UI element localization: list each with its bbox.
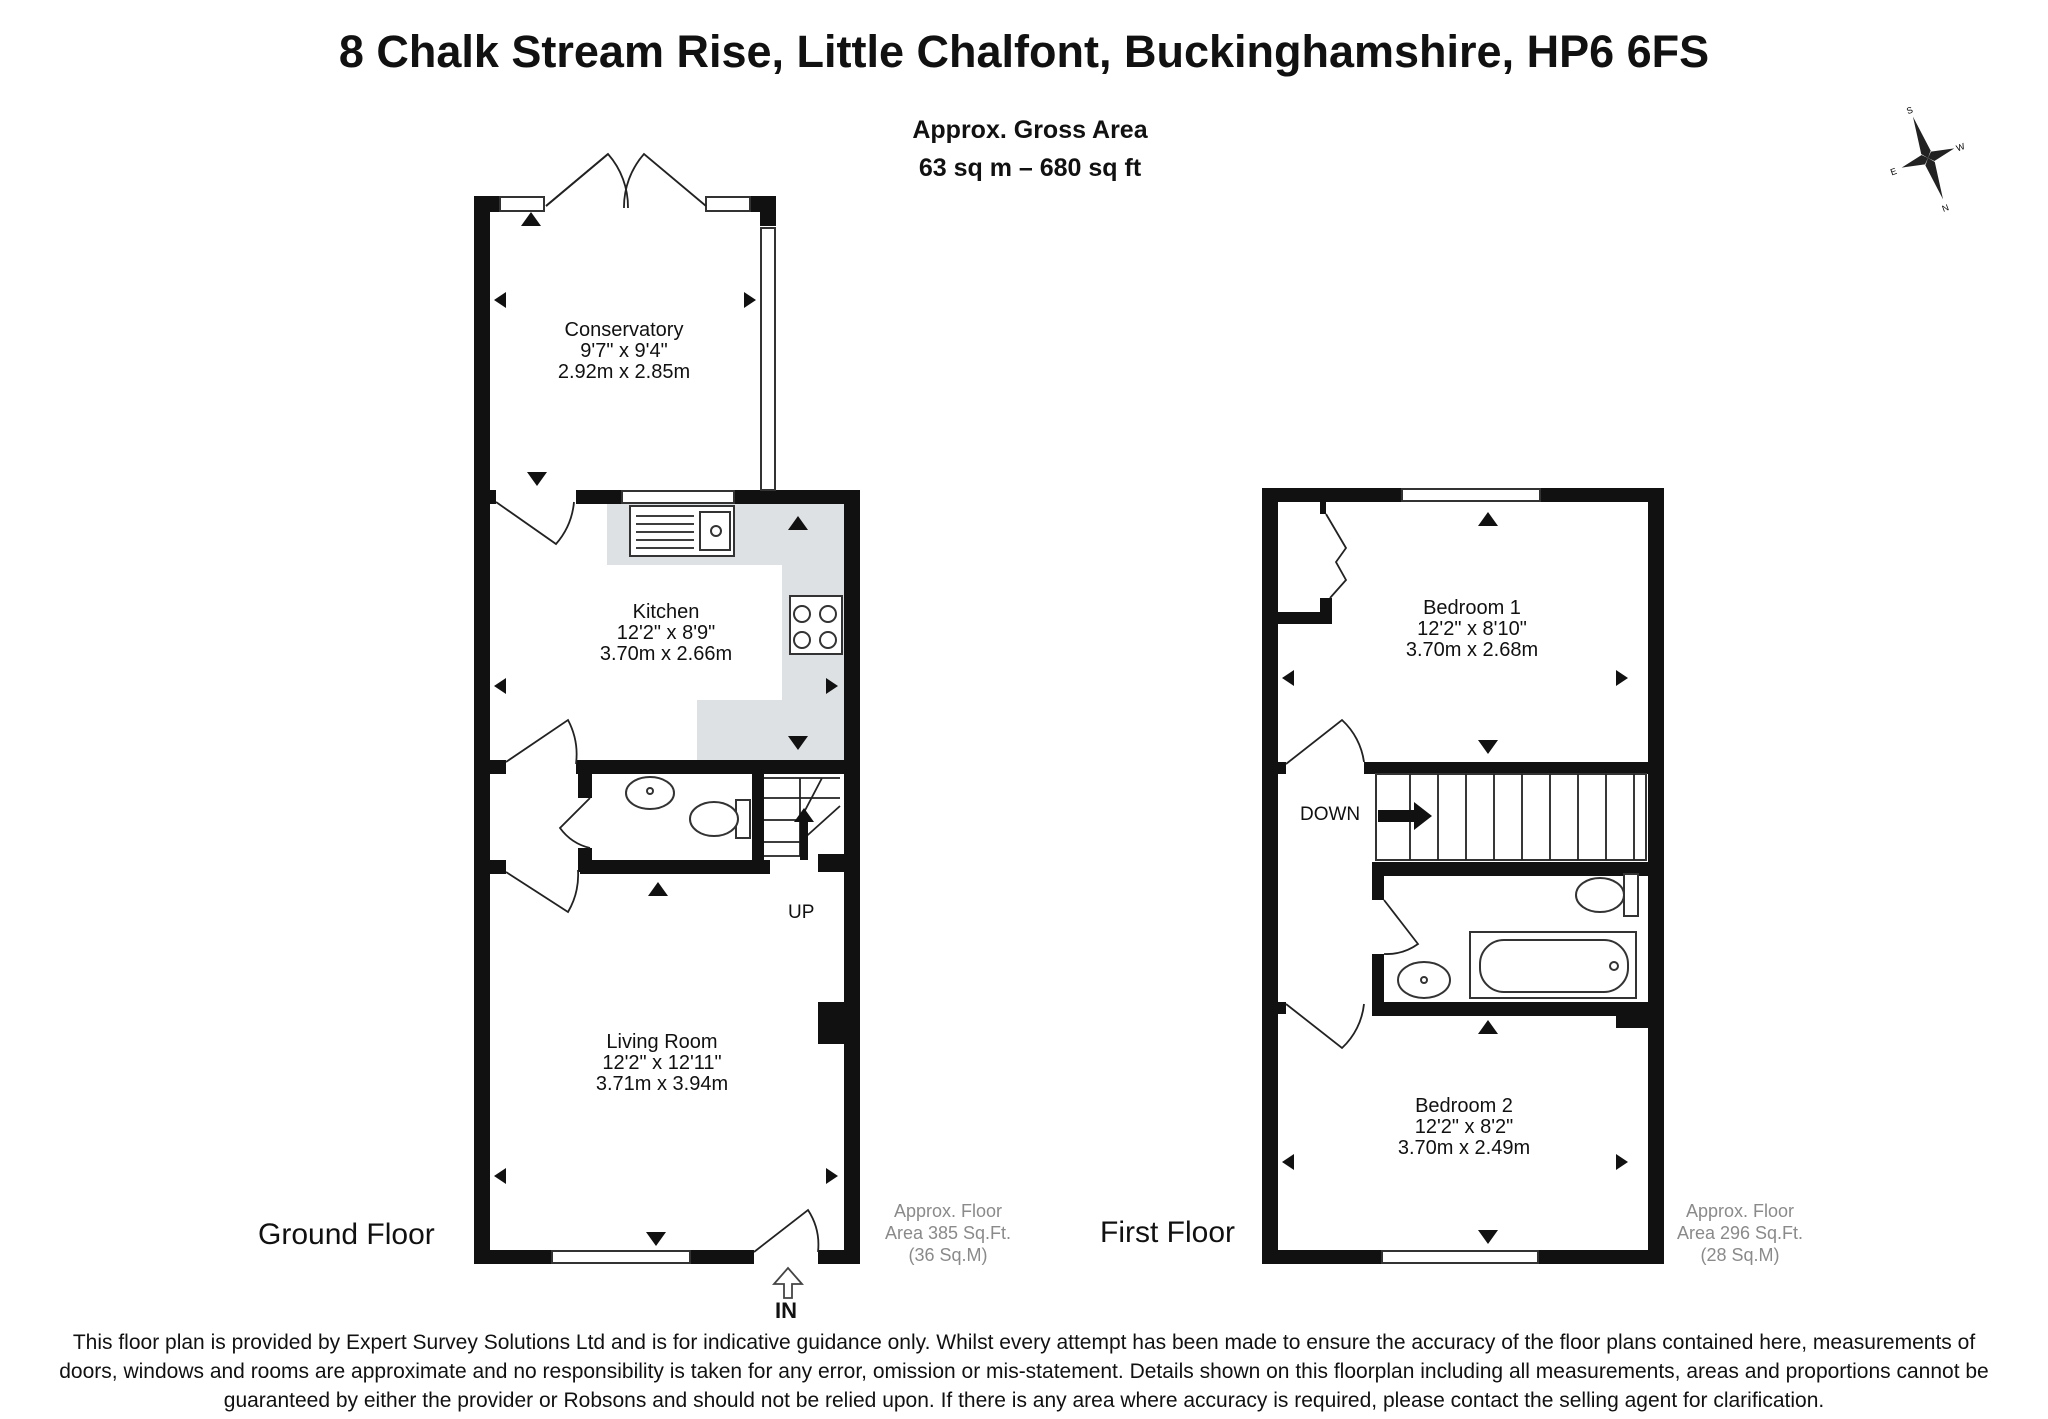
room-imperial: 12'2" x 8'10" [1417, 618, 1527, 640]
room-imperial: 12'2" x 8'9" [616, 622, 716, 644]
page-title: 8 Chalk Stream Rise, Little Chalfont, Bu… [338, 26, 1710, 77]
room-metric: 2.92m x 2.85m [557, 361, 691, 383]
ground-dimension-markers [494, 212, 838, 1246]
bath-toilet [1575, 873, 1639, 917]
ground-floor-windows [499, 196, 776, 1264]
room-metric: 3.70m x 2.66m [599, 643, 733, 665]
room-name: Conservatory [564, 319, 684, 341]
first-dimension-markers [1282, 512, 1628, 1244]
ground-stairs [764, 777, 841, 860]
disclaimer-line: This floor plan is provided by Expert Su… [72, 1331, 1976, 1354]
first-floor-windows [1381, 488, 1541, 1264]
first-floor-label: First Floor [1100, 1216, 1235, 1249]
room-metric: 3.70m x 2.68m [1405, 639, 1539, 661]
room-bedroom-2: Bedroom 2 12'2" x 8'2" 3.70m x 2.49m [1344, 1096, 1584, 1159]
kitchen-sink [629, 505, 735, 557]
first-stairs [1375, 773, 1647, 861]
compass-letter-e: E [1889, 166, 1898, 177]
disclaimer-line: doors, windows and rooms are approximate… [59, 1360, 1989, 1383]
ground-floor-label: Ground Floor [258, 1218, 435, 1251]
wc-toilet [689, 799, 751, 839]
compass-letter-n: N [1941, 202, 1951, 214]
first-floor-walls [1262, 488, 1664, 1264]
room-imperial: 9'7" x 9'4" [580, 340, 668, 362]
gross-area-value: 63 sq m – 680 sq ft [918, 154, 1142, 182]
room-imperial: 12'2" x 8'2" [1414, 1116, 1514, 1138]
room-name: Bedroom 2 [1415, 1095, 1513, 1117]
room-conservatory: Conservatory 9'7" x 9'4" 2.92m x 2.85m [504, 320, 744, 383]
disclaimer: This floor plan is provided by Expert Su… [10, 1328, 2038, 1415]
ground-floor-plan [474, 152, 860, 1299]
compass-letter-w: W [1955, 141, 1967, 153]
compass-rose-icon: S W E N [1889, 105, 1967, 214]
compass-letter-s: S [1905, 105, 1914, 116]
bath-basin [1397, 961, 1451, 999]
ground-floor-area-note: Approx. Floor Area 385 Sq.Ft. (36 Sq.M) [884, 1201, 1012, 1265]
room-imperial: 12'2" x 12'11" [602, 1052, 722, 1074]
room-bedroom-1: Bedroom 1 12'2" x 8'10" 3.70m x 2.68m [1352, 598, 1592, 661]
stairs-down-label: DOWN [1300, 804, 1361, 825]
room-name: Bedroom 1 [1423, 597, 1521, 619]
room-kitchen: Kitchen 12'2" x 8'9" 3.70m x 2.66m [546, 602, 786, 665]
entrance-label: IN [775, 1298, 797, 1323]
room-living-room: Living Room 12'2" x 12'11" 3.71m x 3.94m [542, 1032, 782, 1095]
kitchen-hob [789, 595, 843, 655]
room-metric: 3.71m x 3.94m [595, 1073, 729, 1095]
room-name: Kitchen [632, 601, 700, 623]
ground-floor-doors [495, 152, 820, 1253]
first-floor-doors [1285, 513, 1420, 1050]
wc-basin [625, 776, 675, 810]
disclaimer-line: guaranteed by either the provider or Rob… [223, 1389, 1825, 1412]
gross-area-label: Approx. Gross Area [912, 116, 1148, 144]
first-floor-plan [1262, 488, 1664, 1264]
room-metric: 3.70m x 2.49m [1397, 1137, 1531, 1159]
first-floor-area-note: Approx. Floor Area 296 Sq.Ft. (28 Sq.M) [1676, 1201, 1804, 1265]
entrance-arrow-icon [772, 1266, 804, 1299]
room-name: Living Room [606, 1031, 718, 1053]
bathtub [1469, 931, 1637, 999]
stairs-up-label: UP [788, 902, 815, 923]
ground-floor-walls [474, 196, 860, 1264]
